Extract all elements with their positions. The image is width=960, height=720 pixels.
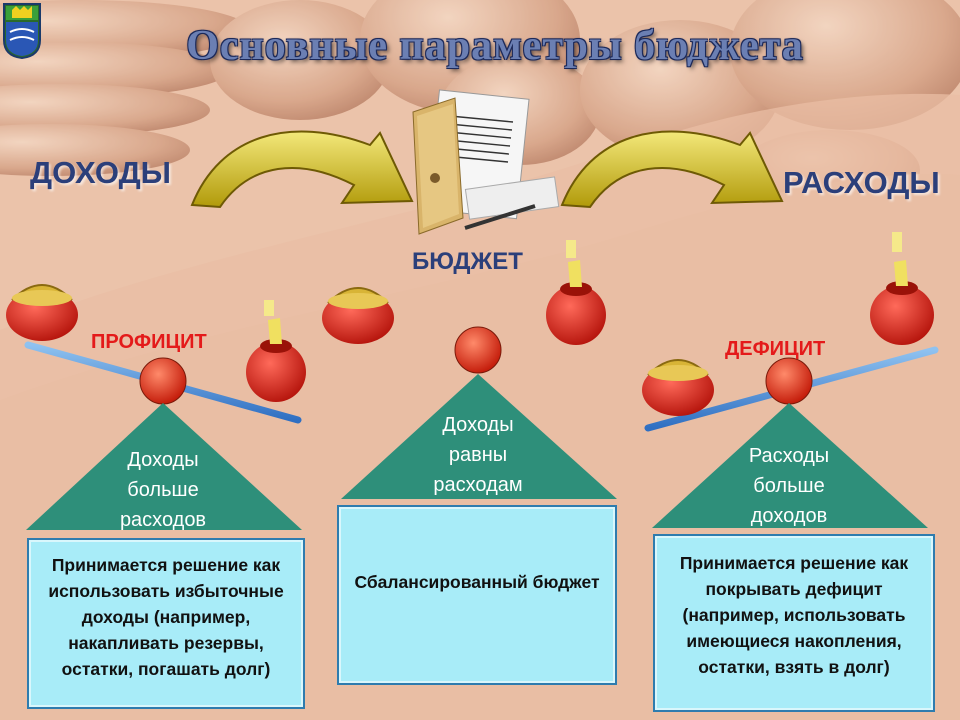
- triangle-right: [652, 403, 928, 528]
- city-emblem-icon: [3, 3, 41, 60]
- purse-icon: [322, 287, 394, 344]
- money-bag-icon: [870, 232, 934, 345]
- triangle-text-surplus: Доходы больше расходов: [119, 449, 207, 531]
- budget-label: БЮДЖЕТ: [412, 248, 523, 275]
- triangles: [26, 374, 928, 530]
- decision-box-deficit: Принимается решение как покрывать дефици…: [653, 534, 935, 712]
- folder-document-icon: [412, 89, 560, 235]
- decision-text-balanced: Сбалансированный бюджет: [354, 572, 600, 592]
- money-bag-icon: [246, 300, 306, 402]
- triangle-left: [26, 403, 302, 530]
- triangle-text-deficit: Расходы больше доходов: [748, 445, 830, 527]
- purse-icon: [642, 359, 714, 416]
- scales-graphics: [6, 232, 939, 432]
- money-bag-icon: [546, 240, 606, 345]
- arrow-icon: [190, 130, 414, 209]
- purse-icon: [6, 284, 78, 341]
- expense-label: РАСХОДЫ: [783, 165, 940, 200]
- slide-title: Основные параметры бюджета: [186, 23, 804, 69]
- income-label: ДОХОДЫ: [30, 155, 172, 190]
- deficit-label: ДЕФИЦИТ: [725, 338, 826, 360]
- arrow-icon: [560, 130, 784, 209]
- triangle-text-balanced: Доходы равны расходам: [433, 414, 523, 496]
- decision-box-balanced: Сбалансированный бюджет: [337, 505, 617, 685]
- decision-text-deficit: Принимается решение как покрывать дефици…: [679, 553, 909, 677]
- decision-text-surplus: Принимается решение как использовать изб…: [48, 555, 284, 679]
- triangle-middle: [341, 374, 617, 499]
- decision-box-surplus: Принимается решение как использовать изб…: [27, 538, 305, 709]
- surplus-label: ПРОФИЦИТ: [91, 331, 207, 353]
